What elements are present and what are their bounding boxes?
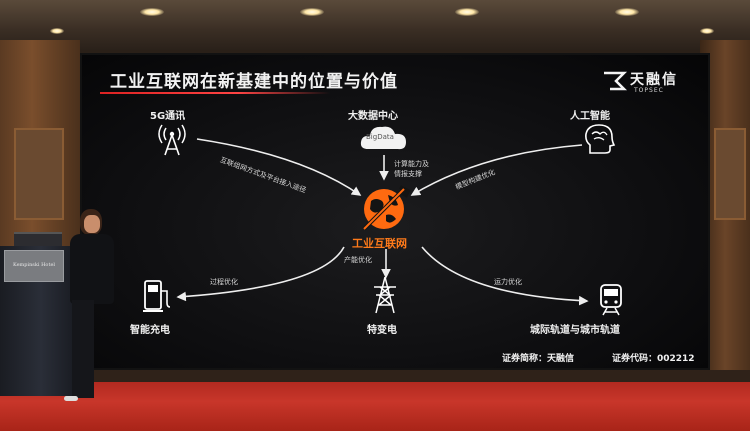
projection-screen: 工业互联网在新基建中的位置与价值 天融信 TOPSEC 5G通讯 大数据中心 B… — [80, 53, 710, 370]
arrow-ai — [410, 144, 583, 196]
ceiling-light — [455, 8, 479, 16]
edge-label-charging: 过程优化 — [210, 278, 238, 286]
topsec-logo-icon — [604, 71, 628, 91]
edge-label-uhv: 产能优化 — [344, 256, 372, 264]
ceiling-light — [700, 28, 714, 34]
cloud-bigdata-icon — [360, 126, 406, 150]
title-underline — [100, 92, 330, 94]
ceiling-light — [300, 8, 324, 16]
speaker-body — [70, 234, 114, 304]
connector-arrows — [176, 138, 589, 306]
ceiling-light — [50, 28, 64, 34]
power-pylon-icon — [374, 276, 396, 314]
globe-wrench-icon — [362, 185, 411, 231]
edge-label-bigdata-2: 情报支撑 — [394, 170, 422, 178]
label-bigdata: 大数据中心 — [348, 111, 398, 122]
signal-tower-icon — [158, 124, 186, 156]
wall-panel — [14, 128, 64, 220]
edge-label-bigdata-1: 计算能力及 — [394, 160, 429, 168]
footer-code: 证券代码：002212 — [612, 354, 695, 364]
ceiling-light — [140, 8, 164, 16]
label-rail: 城际轨道与城市轨道 — [530, 325, 620, 336]
arrow-5g — [196, 138, 362, 196]
speaker-legs — [72, 300, 94, 398]
brand-name: 天融信 — [630, 72, 678, 88]
ceiling-light — [615, 8, 639, 16]
label-ai: 人工智能 — [570, 111, 610, 122]
podium: Kempinski Hotel — [0, 246, 82, 396]
cloud-text: BigData — [366, 133, 394, 141]
label-center: 工业互联网 — [352, 237, 407, 250]
label-charging: 智能充电 — [130, 325, 170, 336]
label-5g: 5G通讯 — [150, 111, 186, 122]
brand-sub: TOPSEC — [634, 87, 664, 94]
laptop — [14, 232, 62, 246]
edge-label-rail: 运力优化 — [494, 278, 522, 286]
arrow-rail — [421, 246, 589, 306]
speaker-shoe — [64, 396, 78, 401]
arrow-charging — [176, 246, 345, 302]
podium-plaque-text: Kempinski Hotel — [12, 262, 56, 268]
podium-plaque: Kempinski Hotel — [4, 250, 64, 282]
red-stage-carpet — [0, 382, 750, 431]
speaker-face — [84, 215, 100, 233]
charging-station-icon — [143, 280, 171, 312]
train-icon — [600, 284, 622, 316]
label-uhv: 特变电 — [367, 325, 397, 336]
wall-panel — [714, 128, 746, 220]
brain-head-icon — [585, 124, 616, 154]
footer-short-name: 证券简称：天融信 — [502, 354, 575, 364]
slide-title: 工业互联网在新基建中的位置与价值 — [110, 72, 398, 92]
ceiling — [0, 0, 750, 50]
